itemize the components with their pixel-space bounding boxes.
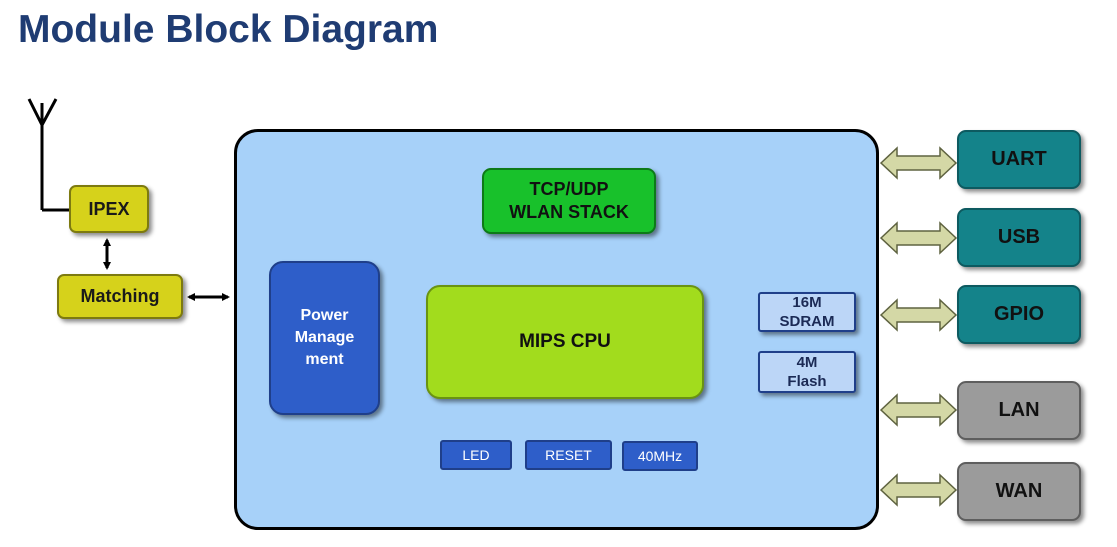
40mhz-block: 40MHz bbox=[622, 441, 698, 471]
uart-arrow bbox=[879, 146, 958, 180]
wan-interface: WAN bbox=[957, 462, 1081, 521]
power-label-line3: ment bbox=[305, 351, 344, 368]
sdram-block: 16M SDRAM bbox=[758, 292, 856, 332]
lan-interface: LAN bbox=[957, 381, 1081, 440]
tcp-label-line2: WLAN STACK bbox=[509, 202, 629, 222]
gpio-arrow bbox=[879, 298, 958, 332]
wan-arrow bbox=[879, 473, 958, 507]
sdram-label-line1: 16M bbox=[792, 294, 822, 311]
reset-block: RESET bbox=[525, 440, 612, 470]
flash-label-line1: 4M bbox=[796, 354, 818, 371]
power-label-line2: Manage bbox=[294, 329, 355, 346]
page-title: Module Block Diagram bbox=[18, 8, 439, 51]
power-label-line1: Power bbox=[300, 307, 349, 324]
usb-interface: USB bbox=[957, 208, 1081, 267]
uart-interface: UART bbox=[957, 130, 1081, 189]
antenna-icon bbox=[27, 98, 69, 212]
ipex-block: IPEX bbox=[69, 185, 149, 233]
led-block: LED bbox=[440, 440, 512, 470]
mips-cpu-block: MIPS CPU bbox=[426, 285, 704, 399]
flash-block: 4M Flash bbox=[758, 351, 856, 393]
lan-arrow bbox=[879, 393, 958, 427]
power-management-block: Power Manage ment bbox=[269, 261, 380, 415]
flash-label-line2: Flash bbox=[787, 373, 827, 390]
gpio-interface: GPIO bbox=[957, 285, 1081, 344]
usb-arrow bbox=[879, 221, 958, 255]
tcp-label-line1: TCP/UDP bbox=[529, 179, 609, 199]
sdram-label-line2: SDRAM bbox=[779, 313, 835, 330]
matching-block: Matching bbox=[57, 274, 183, 319]
tcp-udp-wlan-stack-block: TCP/UDP WLAN STACK bbox=[482, 168, 656, 234]
